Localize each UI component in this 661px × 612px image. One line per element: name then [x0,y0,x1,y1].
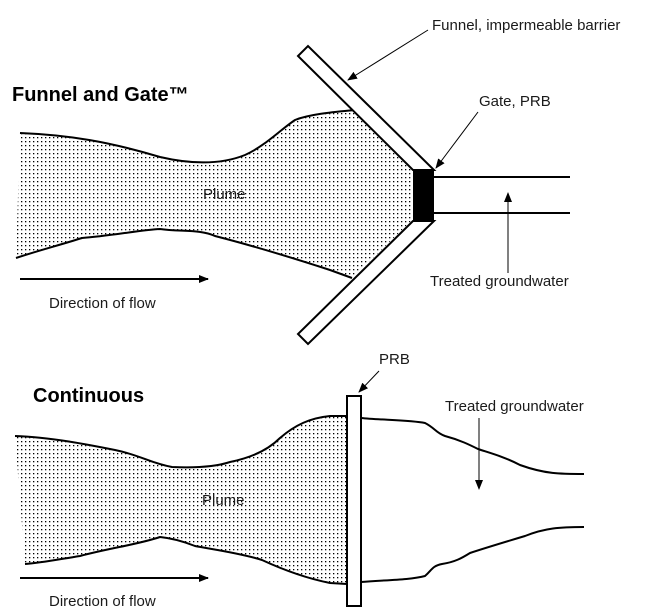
continuous-plume-area [15,416,347,584]
continuous-plume-label: Plume [202,492,245,509]
continuous-treated-lower-edge [360,526,585,583]
gate-label: Gate, PRB [479,93,551,110]
funnel-treated-label: Treated groundwater [430,273,569,290]
funnel-label-arrow [347,29,429,81]
funnel-label: Funnel, impermeable barrier [432,17,620,34]
continuous-section: Continuous Plume PRB Treated groundwater… [14,351,585,610]
funnel-and-gate-section: Funnel and Gate™ Plume Funnel, impermeab… [12,17,620,346]
continuous-treated-upper-edge [360,417,585,475]
continuous-treated-label: Treated groundwater [445,398,584,415]
gate-prb [413,170,434,221]
prb-label: PRB [379,351,410,368]
funnel-plume-label: Plume [203,186,246,203]
continuous-plume-lower-edge [24,535,348,585]
gate-label-arrow [435,111,479,169]
funnel-and-gate-title: Funnel and Gate™ [12,84,189,106]
continuous-prb-wall [346,395,362,607]
continuous-plume-upper-edge [14,415,347,469]
prb-label-arrow [358,370,380,393]
funnel-flow-label: Direction of flow [49,295,156,312]
continuous-flow-label: Direction of flow [49,593,156,610]
funnel-plume-lower-edge [15,227,353,279]
continuous-title: Continuous [33,385,144,407]
funnel-plume-upper-edge [19,109,356,164]
funnel-plume-area [16,110,412,278]
